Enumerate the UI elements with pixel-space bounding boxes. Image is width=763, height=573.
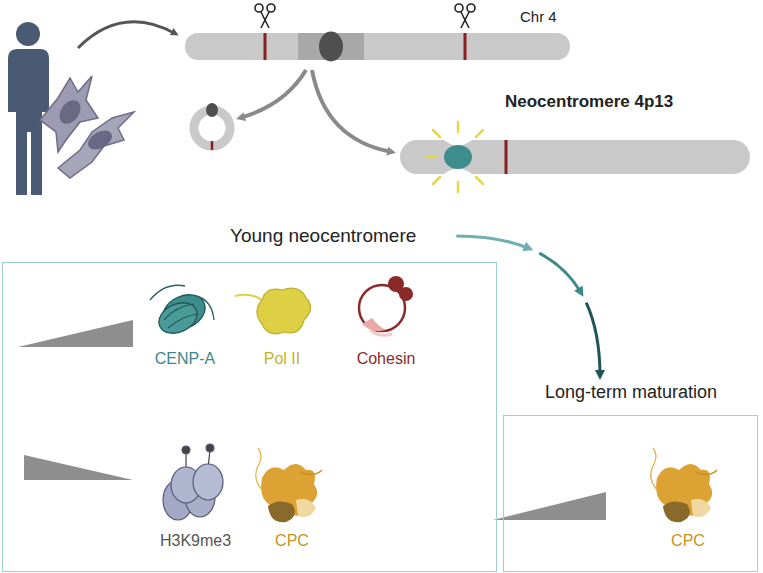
component-node: Cohesin: [340, 272, 432, 368]
person-icon: [8, 22, 49, 195]
curved-arrow: [456, 236, 600, 376]
panel-box: Young neocentromereCENP-APol IICohesinH3…: [2, 225, 497, 572]
component-label: H3K9me3: [138, 532, 253, 550]
component-label: CPC: [630, 532, 746, 550]
panel-heading: Long-term maturation: [545, 382, 717, 403]
component-node: Pol II: [240, 278, 324, 368]
component-node: CPC: [640, 455, 736, 550]
component-label: Pol II: [230, 350, 334, 368]
component-node: CPC: [250, 455, 334, 550]
chromosome-label: Chr 4: [520, 8, 557, 25]
component-label: CPC: [240, 532, 344, 550]
pol2-enzyme: [235, 288, 311, 334]
panel-frame: [503, 415, 758, 572]
component-node: H3K9me3: [148, 440, 243, 550]
decrease-wedge: [24, 455, 133, 480]
cenpa-nucleosome: [150, 285, 214, 339]
cpc-complex: [651, 448, 717, 522]
ring-chromosome: [194, 103, 230, 150]
panel-box: Long-term maturationCPC: [503, 372, 758, 572]
h3k9me3-nucleosomes: [163, 444, 223, 520]
flow-arrow: [312, 70, 392, 152]
cohesin-ring: [359, 276, 413, 335]
panel-frame: [2, 262, 497, 572]
flow-arrow: [78, 22, 176, 48]
increase-wedge: [18, 320, 133, 347]
cpc-complex: [256, 448, 322, 522]
component-node: CENP-A: [140, 278, 230, 368]
component-label: Cohesin: [330, 350, 442, 368]
increase-wedge: [493, 492, 606, 520]
arrow-segment: [539, 253, 581, 293]
arrow-segment: [456, 236, 529, 249]
panel-heading: Young neocentromere: [230, 225, 416, 247]
component-label: CENP-A: [130, 350, 240, 368]
chromosome: [185, 32, 570, 62]
arrow-segment: [586, 303, 600, 376]
fibroblast-cells: [40, 76, 134, 178]
scissors: [255, 4, 475, 28]
neocentromere-label: Neocentromere 4p13: [505, 92, 673, 112]
neocentromere-chromosome: [400, 122, 750, 192]
flow-arrow: [240, 70, 306, 118]
